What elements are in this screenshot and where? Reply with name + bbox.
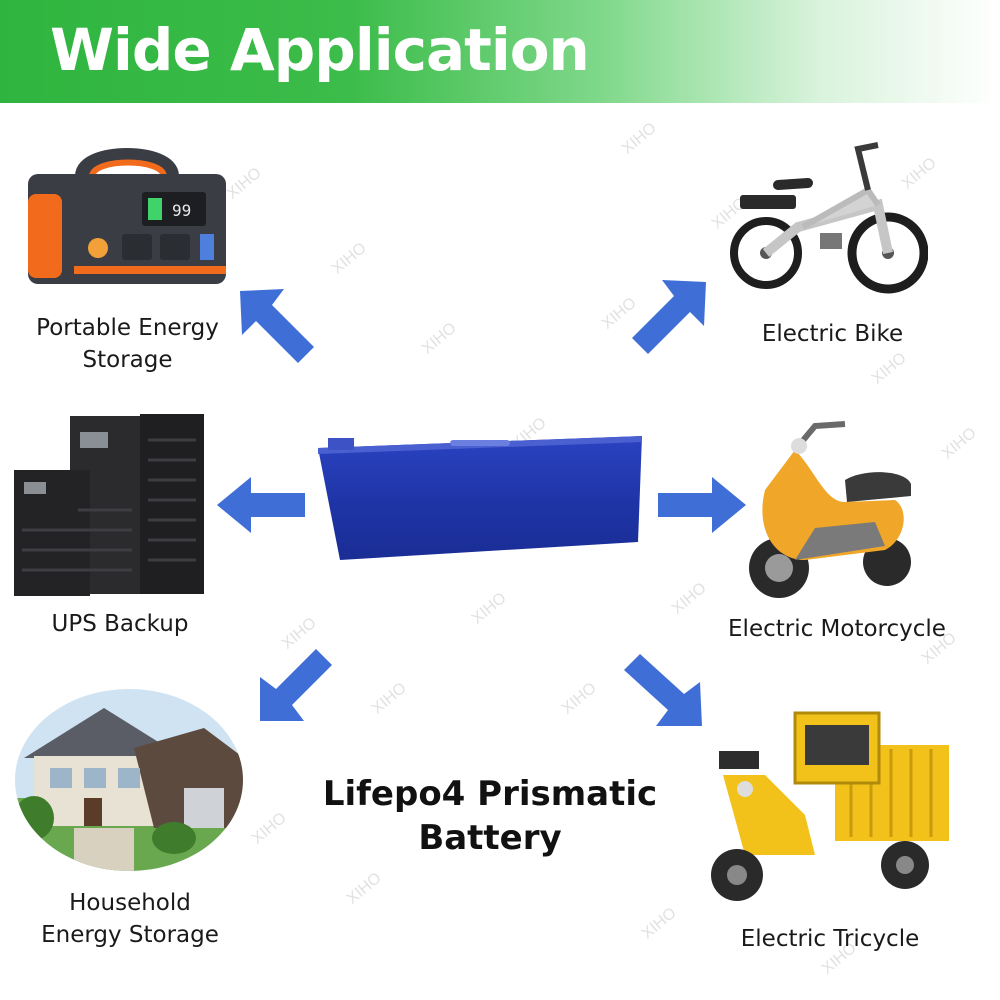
arrow-right-icon [658, 477, 746, 533]
portable-power-station-image: 99 [28, 148, 226, 284]
watermark-text: XIHO [618, 119, 660, 158]
ups-backup-label: UPS Backup [51, 611, 189, 637]
household-label-line1: Household [69, 890, 191, 916]
product-label-line1: Lifepo4 Prismatic [322, 774, 658, 814]
arrow-up-right-icon [632, 280, 706, 354]
electric-tricycle-image [711, 711, 949, 901]
watermark-text: XIHO [248, 809, 290, 848]
electric-motorcycle-label: Electric Motorcycle [728, 616, 946, 642]
watermark-text: XIHO [343, 869, 385, 908]
watermark-text: XIHO [558, 679, 600, 718]
ups-backup-image [14, 414, 204, 596]
household-label-line2: Energy Storage [41, 922, 219, 948]
portable-energy-storage-label: Portable Energy Storage [10, 312, 245, 376]
arrow-down-left-icon [260, 649, 332, 721]
electric-bike-label: Electric Bike [761, 321, 904, 347]
watermark-text: XIHO [638, 904, 680, 943]
watermark-text: XIHO [668, 579, 710, 618]
svg-text:99: 99 [172, 201, 191, 220]
watermark-text: XIHO [328, 239, 370, 278]
watermark-text: XIHO [868, 349, 910, 388]
arrow-down-right-icon [624, 654, 702, 726]
header-banner: Wide Application [0, 0, 1000, 103]
product-label: Lifepo4 Prismatic Battery [300, 772, 680, 860]
watermark-text: XIHO [368, 679, 410, 718]
watermark-text: XIHO [468, 589, 510, 628]
watermark-text: XIHO [418, 319, 460, 358]
portable-label-line2: Storage [82, 347, 173, 373]
electric-motorcycle-image [749, 421, 911, 598]
arrow-up-left-icon [240, 289, 314, 363]
household-energy-storage-label: Household Energy Storage [20, 887, 240, 951]
portable-label-line1: Portable Energy [36, 315, 219, 341]
arrow-left-icon [217, 477, 305, 533]
page-title: Wide Application [50, 16, 590, 84]
prismatic-battery-image [318, 436, 642, 560]
product-label-line2: Battery [418, 818, 562, 858]
watermark-text: XIHO [938, 424, 980, 463]
household-house-image [15, 689, 243, 871]
electric-bike-image [730, 142, 928, 294]
electric-tricycle-label: Electric Tricycle [740, 926, 920, 952]
